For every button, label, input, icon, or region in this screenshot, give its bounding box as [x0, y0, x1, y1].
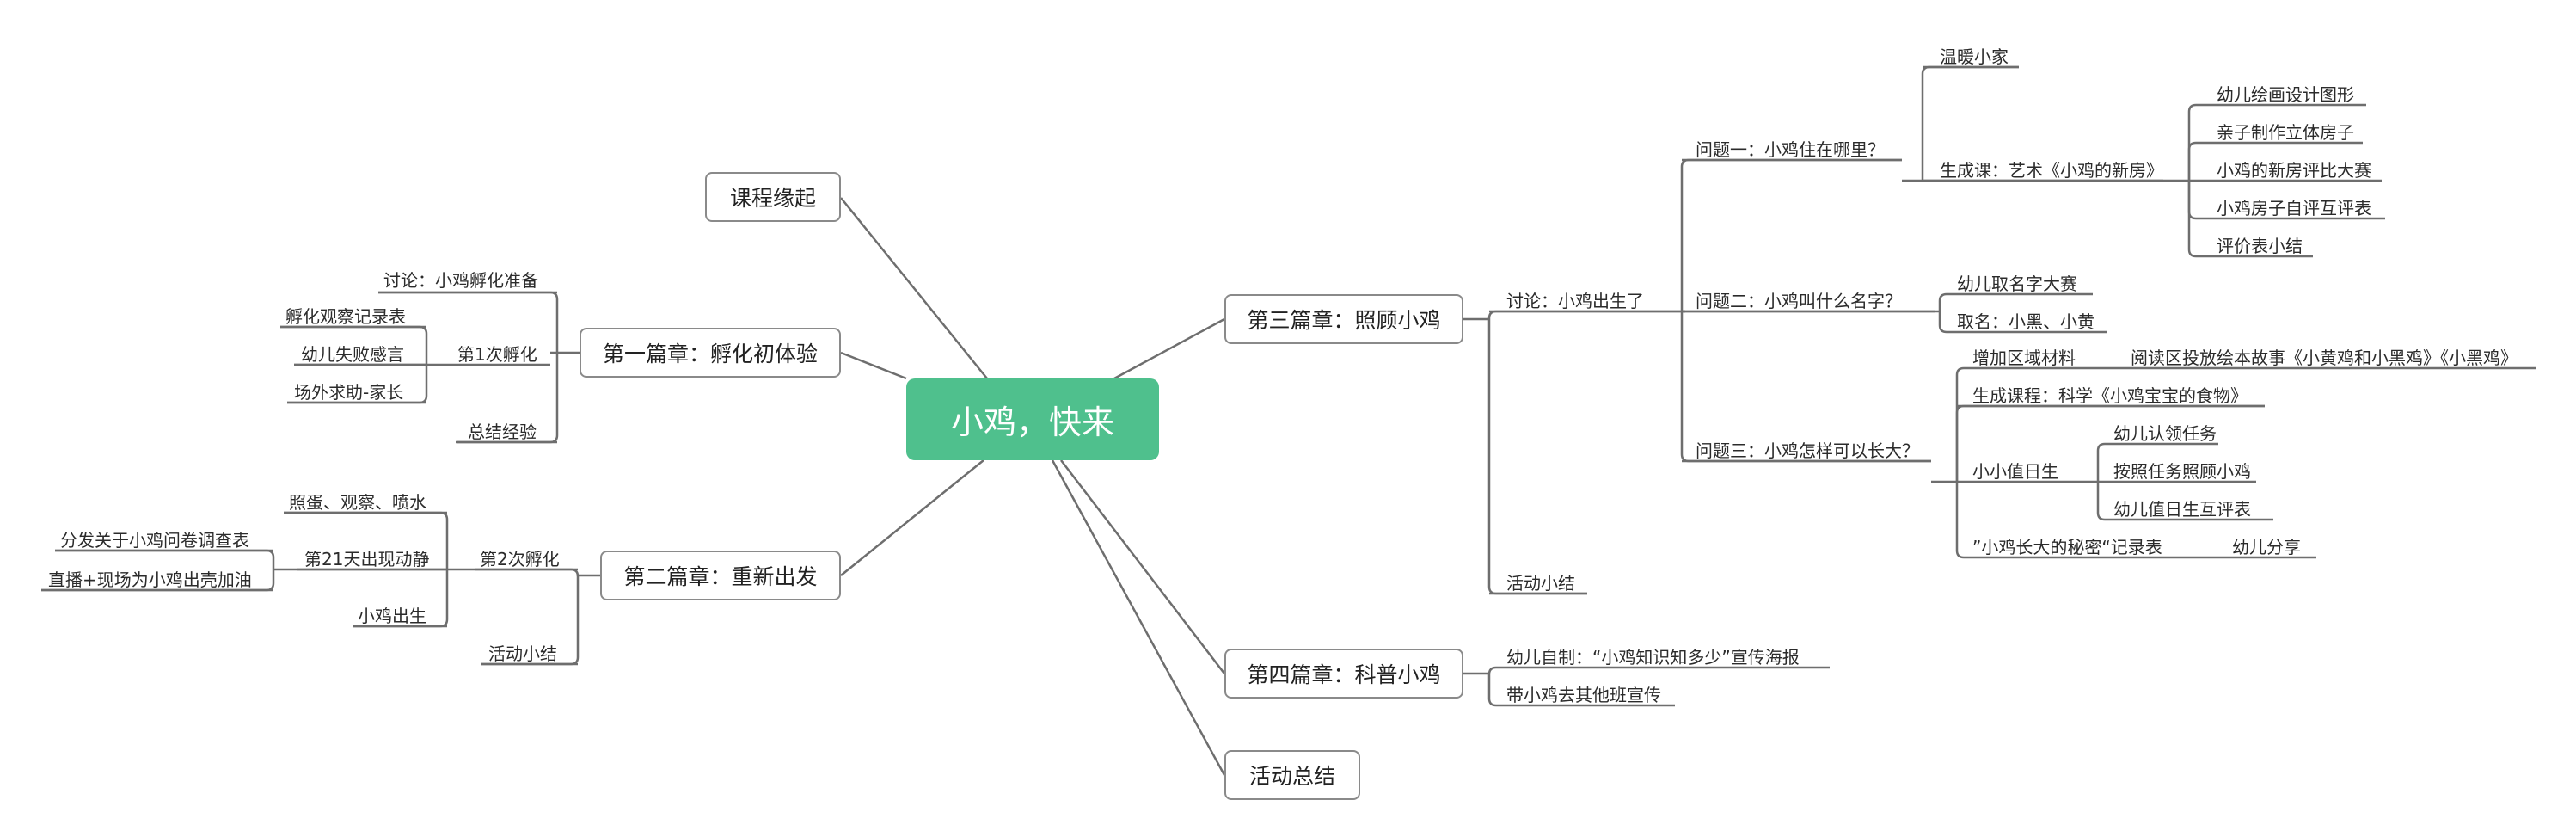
q3-child-3	[1955, 482, 2215, 559]
ch1-summary[interactable]: 总结经验	[468, 422, 537, 442]
q3-duty-child-0	[2096, 442, 2218, 482]
ch2-questionnaire[interactable]: 分发关于小鸡问卷调查表	[60, 530, 249, 551]
ch3-q1-home[interactable]: 温暖小家	[1940, 46, 2009, 67]
link-summary	[1051, 459, 1226, 776]
ch3-q1-art-item-1[interactable]: 幼儿绘画设计图形	[2217, 84, 2354, 105]
ch3-child-0	[1487, 310, 1685, 319]
ch3-q3-secret[interactable]: ”小鸡长大的秘密“记录表	[1972, 537, 2162, 557]
ch3-q1-art-item-4[interactable]: 小鸡房子自评互评表	[2217, 198, 2371, 218]
ch3-q2-contest[interactable]: 幼儿取名字大赛	[1957, 274, 2077, 294]
ch4-promotion[interactable]: 带小鸡去其他班宣传	[1506, 685, 1661, 705]
topic-course-origin[interactable]: 课程缘起	[705, 172, 841, 222]
q2-child-1	[1938, 311, 2107, 334]
link-ch1	[840, 351, 907, 380]
ch3-q2[interactable]: 问题二：小鸡叫什么名字？	[1696, 291, 1902, 311]
ch3-q2-names[interactable]: 取名：小黑、小黄	[1957, 311, 2095, 332]
ch1-discuss[interactable]: 讨论：小鸡孵化准备	[383, 270, 538, 291]
q2-child-0	[1938, 292, 2093, 311]
ch1-parent-help[interactable]: 场外求助-家长	[294, 382, 404, 403]
ch4-child-1	[1487, 674, 1675, 707]
ch2-candling[interactable]: 照蛋、观察、喷水	[289, 492, 426, 513]
ch3-q3-duty-item-1[interactable]: 幼儿认领任务	[2113, 423, 2217, 444]
link-ch4	[1060, 459, 1225, 674]
ch3-q3-duty-item-2[interactable]: 按照任务照顾小鸡	[2113, 461, 2251, 482]
ch2-live-stream[interactable]: 直播+现场为小鸡出壳加油	[48, 569, 252, 590]
ch3-q1[interactable]: 问题一：小鸡住在哪里？	[1696, 139, 1885, 160]
ch3-q3-duty[interactable]: 小小值日生	[1972, 461, 2058, 482]
ch4-child-0	[1487, 666, 1830, 675]
ch3-discuss-child-2	[1680, 311, 1931, 463]
ch3-discuss-child-0	[1680, 158, 1902, 311]
ch3-q3-course[interactable]: 生成课程：科学《小鸡宝宝的食物》	[1972, 385, 2248, 406]
ch1-failure-words[interactable]: 幼儿失败感言	[301, 344, 404, 365]
ch3-child-1	[1487, 319, 1587, 595]
ch3-q1-art[interactable]: 生成课：艺术《小鸡的新房》	[1940, 160, 2163, 181]
ch2-second-hatch[interactable]: 第2次孵化	[480, 549, 560, 569]
ch3-summary[interactable]: 活动小结	[1506, 573, 1575, 594]
topic-chapter-1[interactable]: 第一篇章：孵化初体验	[580, 328, 841, 378]
topic-chapter-4[interactable]: 第四篇章：科普小鸡	[1224, 649, 1463, 699]
root-topic[interactable]: 小鸡，快来	[906, 378, 1159, 460]
ch3-q3-area[interactable]: 增加区域材料	[1972, 348, 2076, 368]
ch2-summary[interactable]: 活动小结	[488, 643, 557, 664]
ch3-q1-art-item-2[interactable]: 亲子制作立体房子	[2217, 122, 2354, 143]
ch3-discuss[interactable]: 讨论：小鸡出生了	[1506, 291, 1644, 311]
ch2-day21[interactable]: 第21天出现动静	[304, 549, 430, 569]
q1-art-child-1	[2187, 141, 2363, 181]
ch1-observation-record[interactable]: 孵化观察记录表	[285, 306, 406, 327]
link-ch2	[840, 459, 984, 576]
ch3-q3-duty-item-3[interactable]: 幼儿值日生互评表	[2113, 499, 2251, 520]
q3-child-0	[1955, 366, 2115, 482]
link-ch3	[1113, 317, 1225, 380]
ch2-chick-born[interactable]: 小鸡出生	[358, 606, 426, 626]
link-origin	[840, 197, 988, 379]
topic-chapter-3[interactable]: 第三篇章：照顾小鸡	[1224, 294, 1463, 344]
ch1-first-hatch[interactable]: 第1次孵化	[457, 344, 537, 365]
q1-art-child-4	[2187, 181, 2313, 258]
ch2-day21-child-0	[55, 549, 275, 569]
topic-chapter-2[interactable]: 第二篇章：重新出发	[600, 551, 841, 600]
ch3-q3[interactable]: 问题三：小鸡怎样可以长大？	[1696, 440, 1919, 461]
ch4-poster[interactable]: 幼儿自制：“小鸡知识知多少”宣传海报	[1506, 647, 1800, 668]
ch3-q1-art-item-5[interactable]: 评价表小结	[2217, 236, 2303, 256]
ch3-q3-area-item[interactable]: 阅读区投放绘本故事《小黄鸡和小黑鸡》《小黑鸡》	[2131, 348, 2518, 368]
topic-activity-summary[interactable]: 活动总结	[1224, 750, 1360, 800]
q1-art-child-0	[2187, 103, 2366, 181]
ch3-q3-share[interactable]: 幼儿分享	[2232, 537, 2301, 557]
ch3-q1-art-item-3[interactable]: 小鸡的新房评比大赛	[2217, 160, 2371, 181]
q3-duty-child-2	[2096, 482, 2273, 521]
